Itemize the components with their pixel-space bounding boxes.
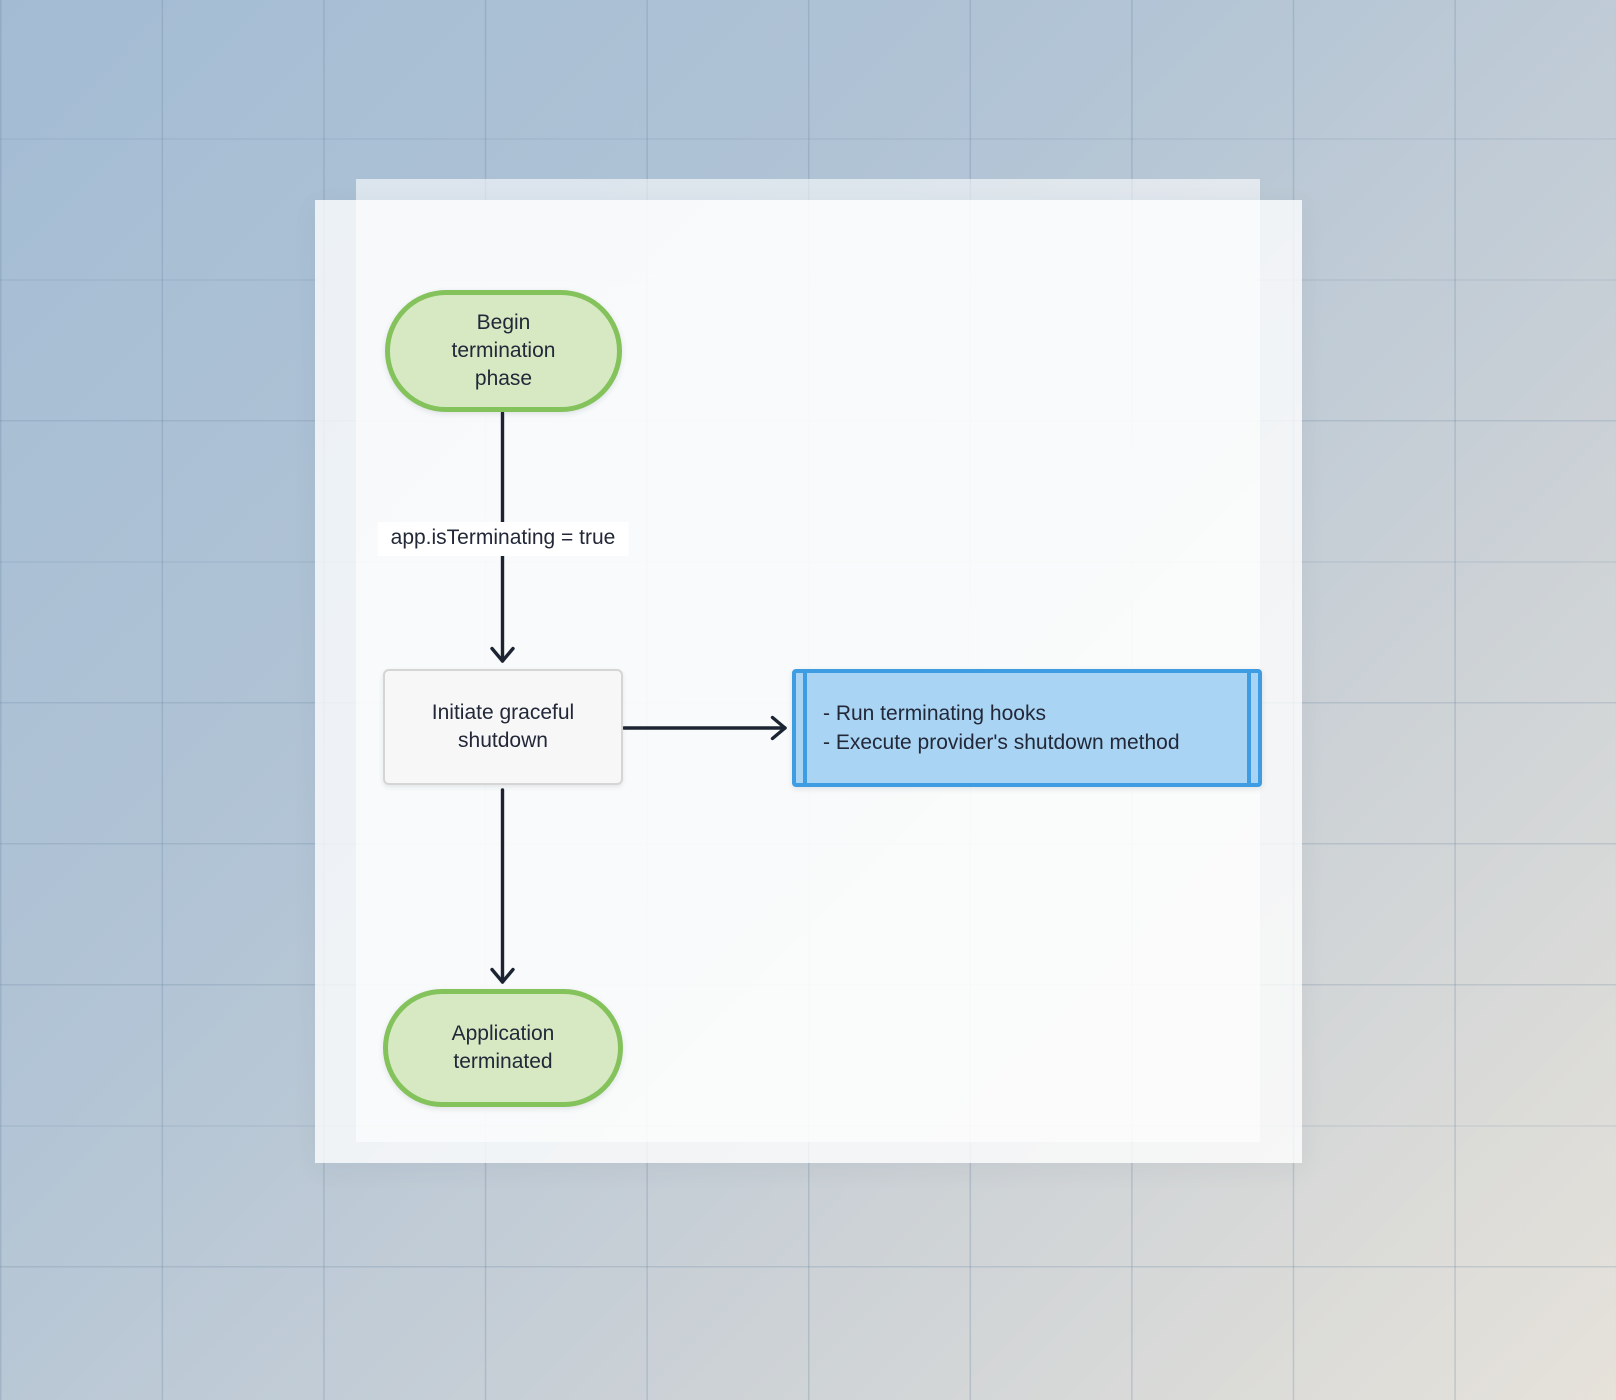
arrowhead-down-icon (490, 967, 515, 984)
node-initiate-graceful-shutdown: Initiate graceful shutdown (383, 669, 623, 785)
node-label: Begin termination phase (451, 311, 556, 390)
node-label: - Run terminating hooks - Execute provid… (796, 699, 1180, 757)
subroutine-rail-left (803, 673, 807, 783)
node-terminating-hooks-subroutine: - Run terminating hooks - Execute provid… (792, 669, 1262, 787)
edge-label-is-terminating: app.isTerminating = true (377, 522, 629, 556)
hook-line-2: - Execute provider's shutdown method (823, 731, 1180, 754)
node-application-terminated: Application terminated (383, 989, 623, 1107)
node-label: Initiate graceful shutdown (431, 701, 575, 752)
node-begin-termination-phase: Begin termination phase (385, 290, 622, 412)
edge-shutdown-to-terminated (490, 788, 515, 984)
arrowhead-right-icon (770, 715, 787, 741)
subroutine-rail-right (1247, 673, 1251, 783)
hook-line-1: - Run terminating hooks (823, 702, 1046, 725)
arrowhead-down-icon (490, 646, 515, 663)
node-label: Application terminated (451, 1022, 555, 1073)
edge-shutdown-to-hooks (622, 715, 787, 741)
